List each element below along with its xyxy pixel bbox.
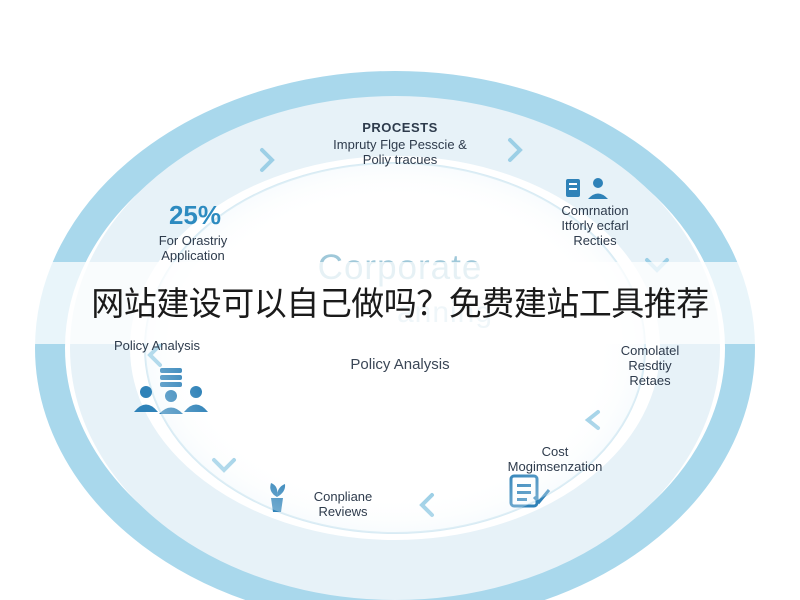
- communication-line-1: Comrnation: [561, 203, 629, 218]
- complete-line-2: Resdtiy: [628, 358, 672, 373]
- complete-line-3: Retaes: [629, 373, 671, 388]
- outer-ring: [35, 71, 755, 600]
- cost-label: Cost Mogimsenzation: [480, 444, 630, 474]
- compliance-line-2: Reviews: [318, 504, 368, 519]
- banner-text: 网站建设可以自己做吗？免费建站工具推荐: [91, 284, 709, 323]
- inner-band: [70, 96, 720, 600]
- communication-label: Comrnation Itforly ecfarl Recties: [535, 203, 655, 248]
- communication-line-2: Itforly ecfarl: [561, 218, 629, 233]
- center-policy-label: Policy Analysis: [350, 356, 450, 373]
- processes-description: Impruty Flge Pesscie & Poliy tracues: [300, 137, 500, 167]
- left-policy-label: Policy Analysis: [114, 338, 200, 353]
- compliance-line-1: Conpliane: [313, 489, 373, 504]
- percent-caption: For Orastriy Application: [118, 233, 268, 263]
- cost-line-1: Cost: [541, 444, 569, 459]
- document-people-icon: [566, 178, 608, 199]
- compliance-label: Conpliane Reviews: [278, 489, 408, 519]
- percent-value: 25%: [168, 200, 222, 230]
- complete-line-1: Comolatel: [620, 343, 680, 358]
- percent-caption-line-2: Application: [161, 248, 225, 263]
- processes-title: PROCESTS: [362, 120, 438, 135]
- cost-line-2: Mogimsenzation: [507, 459, 603, 474]
- communication-line-3: Recties: [573, 233, 617, 248]
- processes-line-1: Impruty Flge Pesscie &: [333, 137, 467, 152]
- banner-overlay: [0, 262, 800, 344]
- percent-caption-line-1: For Orastriy: [158, 233, 228, 248]
- processes-line-2: Poliy tracues: [362, 152, 438, 167]
- complete-label: Comolatel Resdtiy Retaes: [590, 343, 710, 388]
